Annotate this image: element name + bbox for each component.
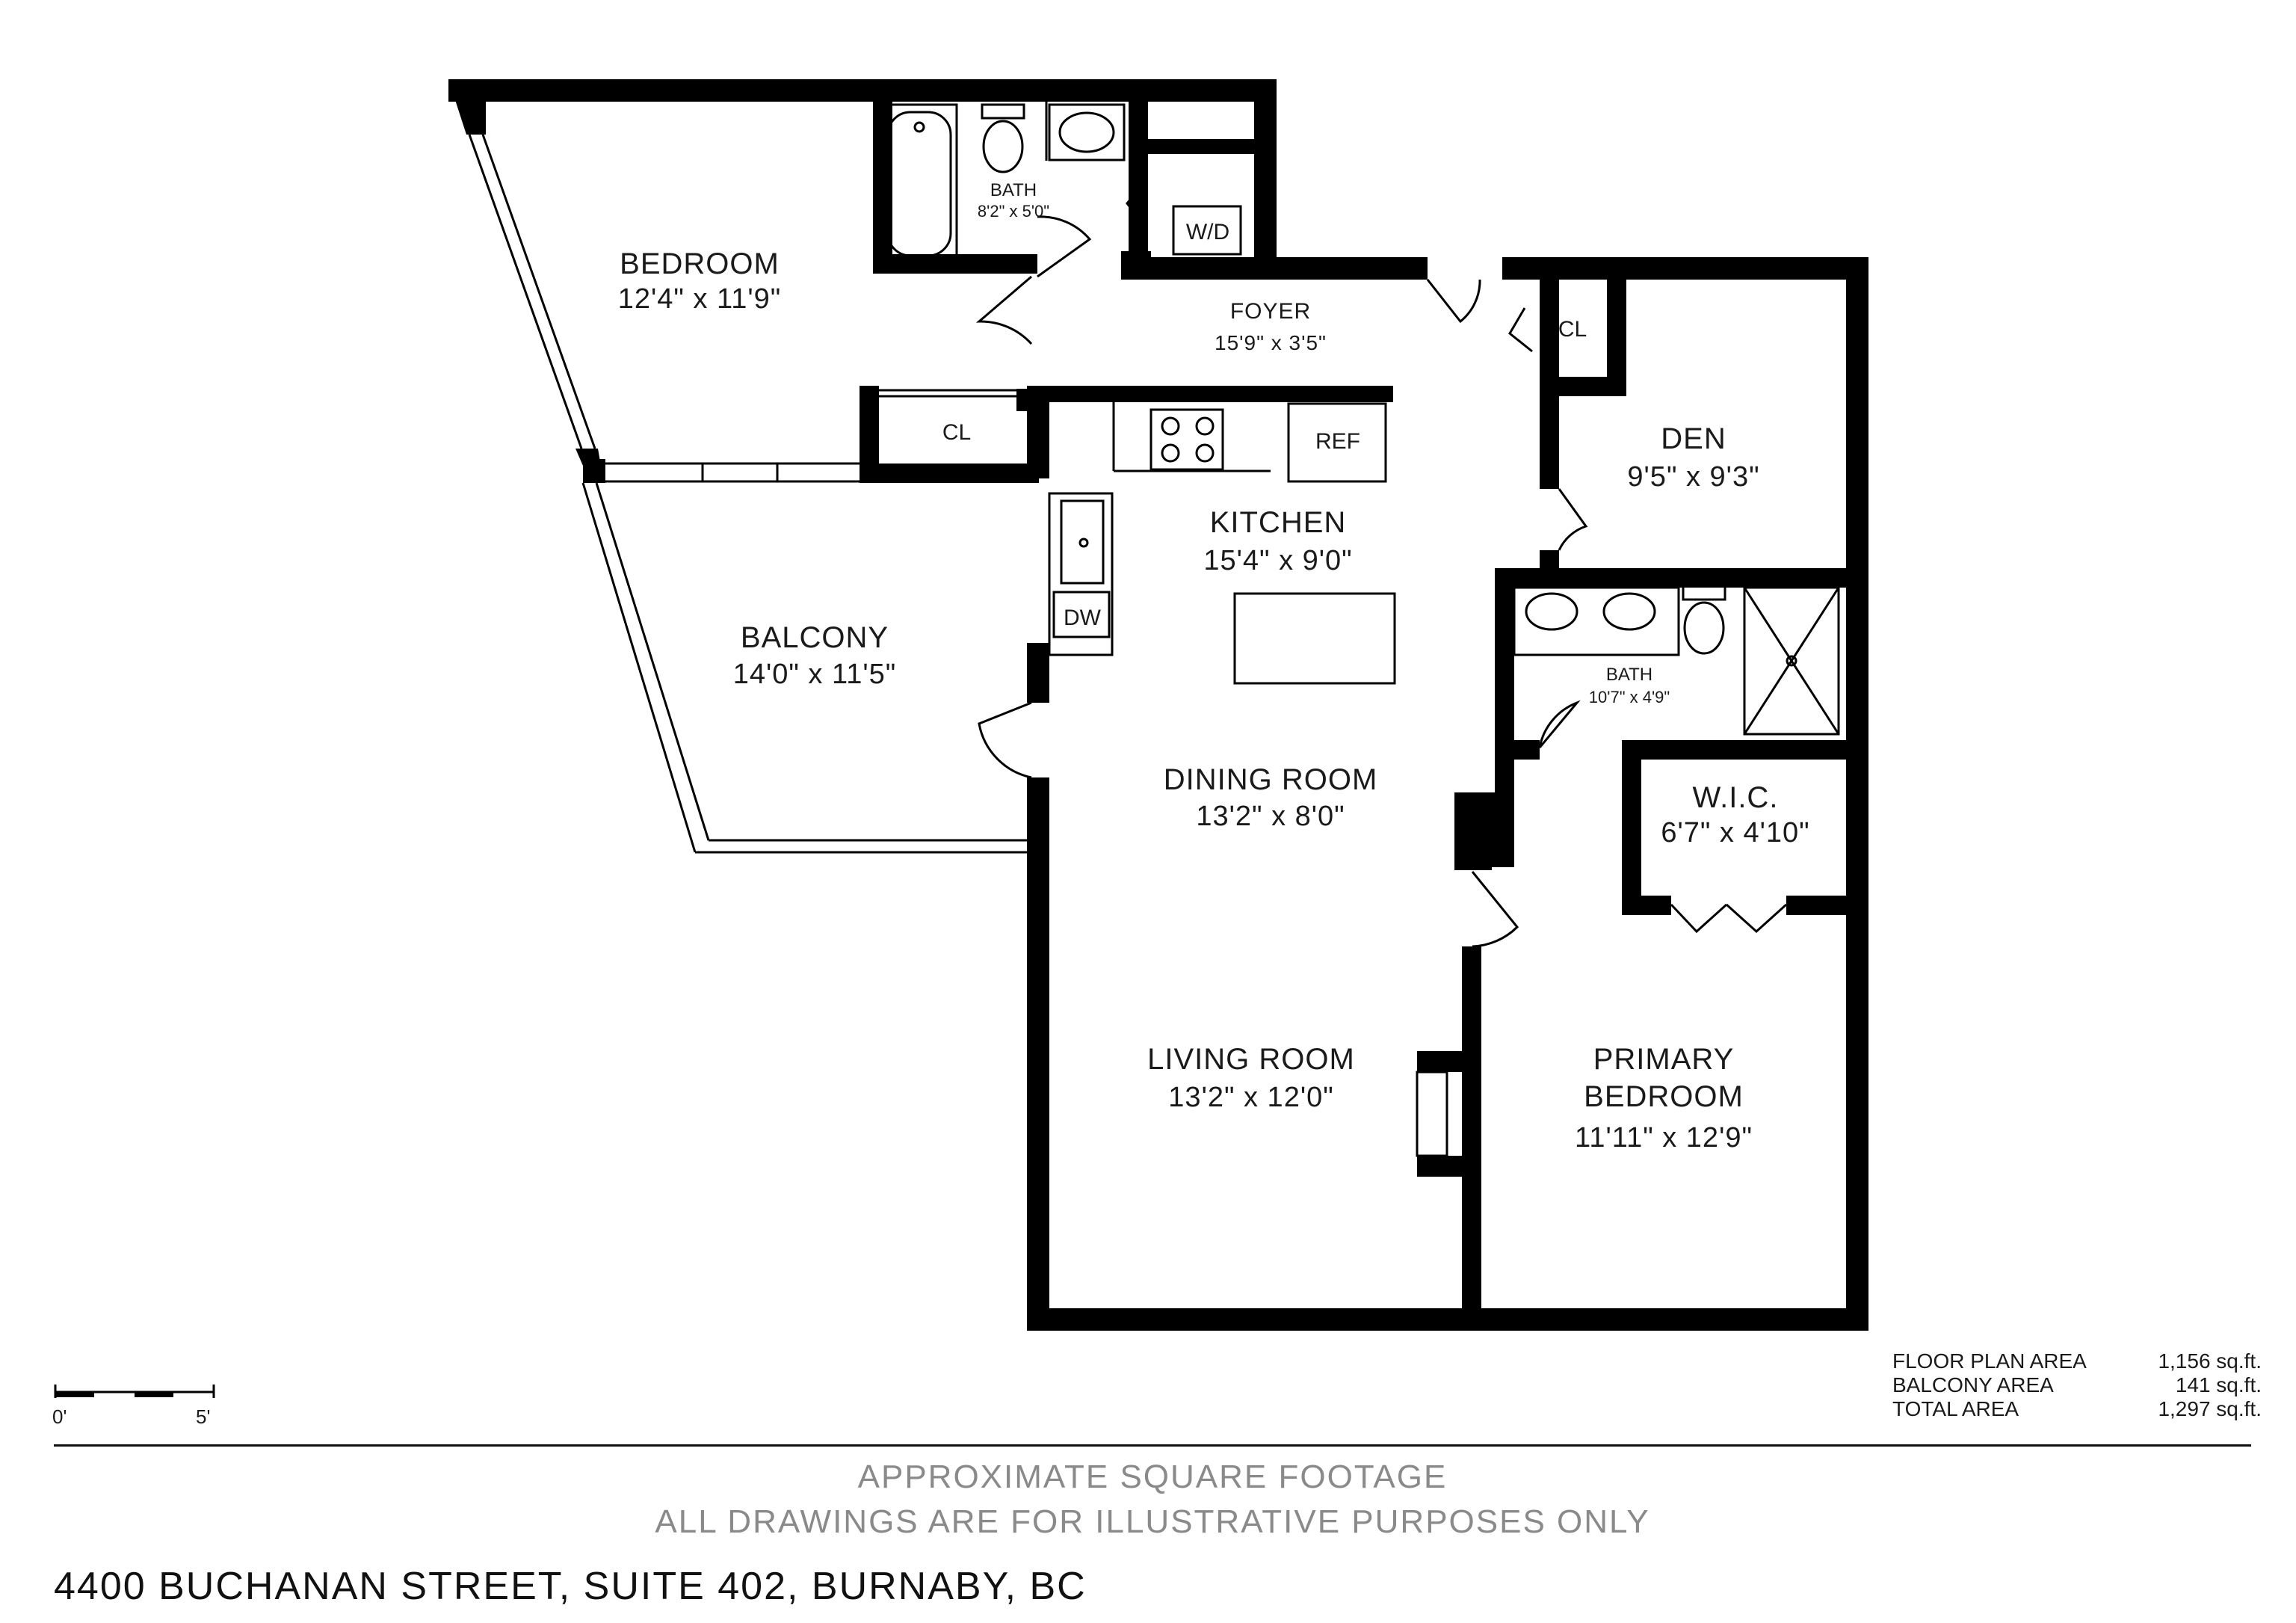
cl-foyer-label: CL	[1558, 317, 1587, 342]
toilet-icon	[1682, 585, 1726, 601]
dishwasher-icon	[1052, 591, 1111, 638]
bedroom-dim: 12'4" x 11'9"	[618, 283, 782, 315]
bathtub-icon	[880, 103, 958, 263]
bath1-dim: 8'2" x 5'0"	[978, 202, 1049, 221]
fridge-icon	[1287, 402, 1387, 483]
bedroom-name: BEDROOM	[620, 247, 780, 280]
bath1-name: BATH	[990, 180, 1037, 200]
sink-icon	[1048, 103, 1126, 161]
area-table: FLOOR PLAN AREA 1,156 sq.ft. BALCONY ARE…	[1892, 1349, 2262, 1420]
scale-start: 0'	[52, 1405, 67, 1428]
shower-icon	[1743, 586, 1840, 736]
note-line-2: ALL DRAWINGS ARE FOR ILLUSTRATIVE PURPOS…	[655, 1503, 1650, 1540]
sink-icon	[1525, 592, 1578, 631]
ref-label: REF	[1315, 429, 1360, 454]
bath2-dim: 10'7" x 4'9"	[1589, 688, 1670, 706]
area-value: 1,297 sq.ft.	[2158, 1397, 2262, 1420]
primary-name-line1: PRIMARY	[1593, 1043, 1735, 1076]
area-label: BALCONY AREA	[1892, 1373, 2054, 1396]
wic-name: W.I.C.	[1693, 781, 1779, 814]
primary-dim: 11'11" x 12'9"	[1575, 1122, 1753, 1154]
foyer-dim: 15'9" x 3'5"	[1215, 331, 1327, 354]
kitchen-island	[1233, 592, 1396, 685]
area-label: FLOOR PLAN AREA	[1892, 1349, 2087, 1373]
cl-bedroom-label: CL	[942, 420, 971, 445]
doors	[975, 183, 1788, 948]
toilet-icon	[981, 103, 1025, 120]
room-labels: BEDROOM 12'4" x 11'9" BATH 8'2" x 5'0" W…	[618, 180, 1809, 1154]
note-line-1: APPROXIMATE SQUARE FOOTAGE	[857, 1459, 1448, 1495]
washer-dryer-icon	[1172, 205, 1242, 256]
balcony-name: BALCONY	[741, 621, 889, 654]
living-name: LIVING ROOM	[1147, 1043, 1355, 1076]
windows	[468, 102, 1840, 1328]
primary-name-line2: BEDROOM	[1584, 1080, 1744, 1113]
den-dim: 9'5" x 9'3"	[1627, 461, 1759, 493]
wic-dim: 6'7" x 4'10"	[1661, 817, 1809, 849]
disclaimer-notes: APPROXIMATE SQUARE FOOTAGE ALL DRAWINGS …	[54, 1455, 2251, 1545]
kitchen-name: KITCHEN	[1210, 506, 1347, 539]
balcony-dim: 14'0" x 11'5"	[733, 659, 897, 690]
kitchen-sink-icon	[1060, 499, 1105, 585]
scale-end: 5'	[196, 1405, 210, 1428]
stove-icon	[1149, 408, 1224, 471]
foyer-name: FOYER	[1230, 299, 1311, 324]
divider-rule	[54, 1444, 2251, 1447]
living-dim: 13'2" x 12'0"	[1168, 1082, 1333, 1113]
address: 4400 BUCHANAN STREET, SUITE 402, BURNABY…	[54, 1565, 1087, 1608]
area-value: 1,156 sq.ft.	[2158, 1349, 2262, 1373]
kitchen-dim: 15'4" x 9'0"	[1203, 545, 1352, 576]
bath2-name: BATH	[1606, 665, 1652, 685]
den-name: DEN	[1661, 422, 1726, 455]
dining-name: DINING ROOM	[1164, 763, 1378, 796]
wd-label: W/D	[1186, 220, 1229, 244]
area-value: 141 sq.ft.	[2176, 1373, 2262, 1396]
scale-bar: 0' 5'	[52, 1385, 215, 1428]
area-label: TOTAL AREA	[1892, 1397, 2019, 1420]
dw-label: DW	[1064, 606, 1102, 630]
dining-dim: 13'2" x 8'0"	[1196, 801, 1345, 832]
fixtures	[880, 103, 1840, 1157]
sink-icon	[1602, 592, 1656, 631]
